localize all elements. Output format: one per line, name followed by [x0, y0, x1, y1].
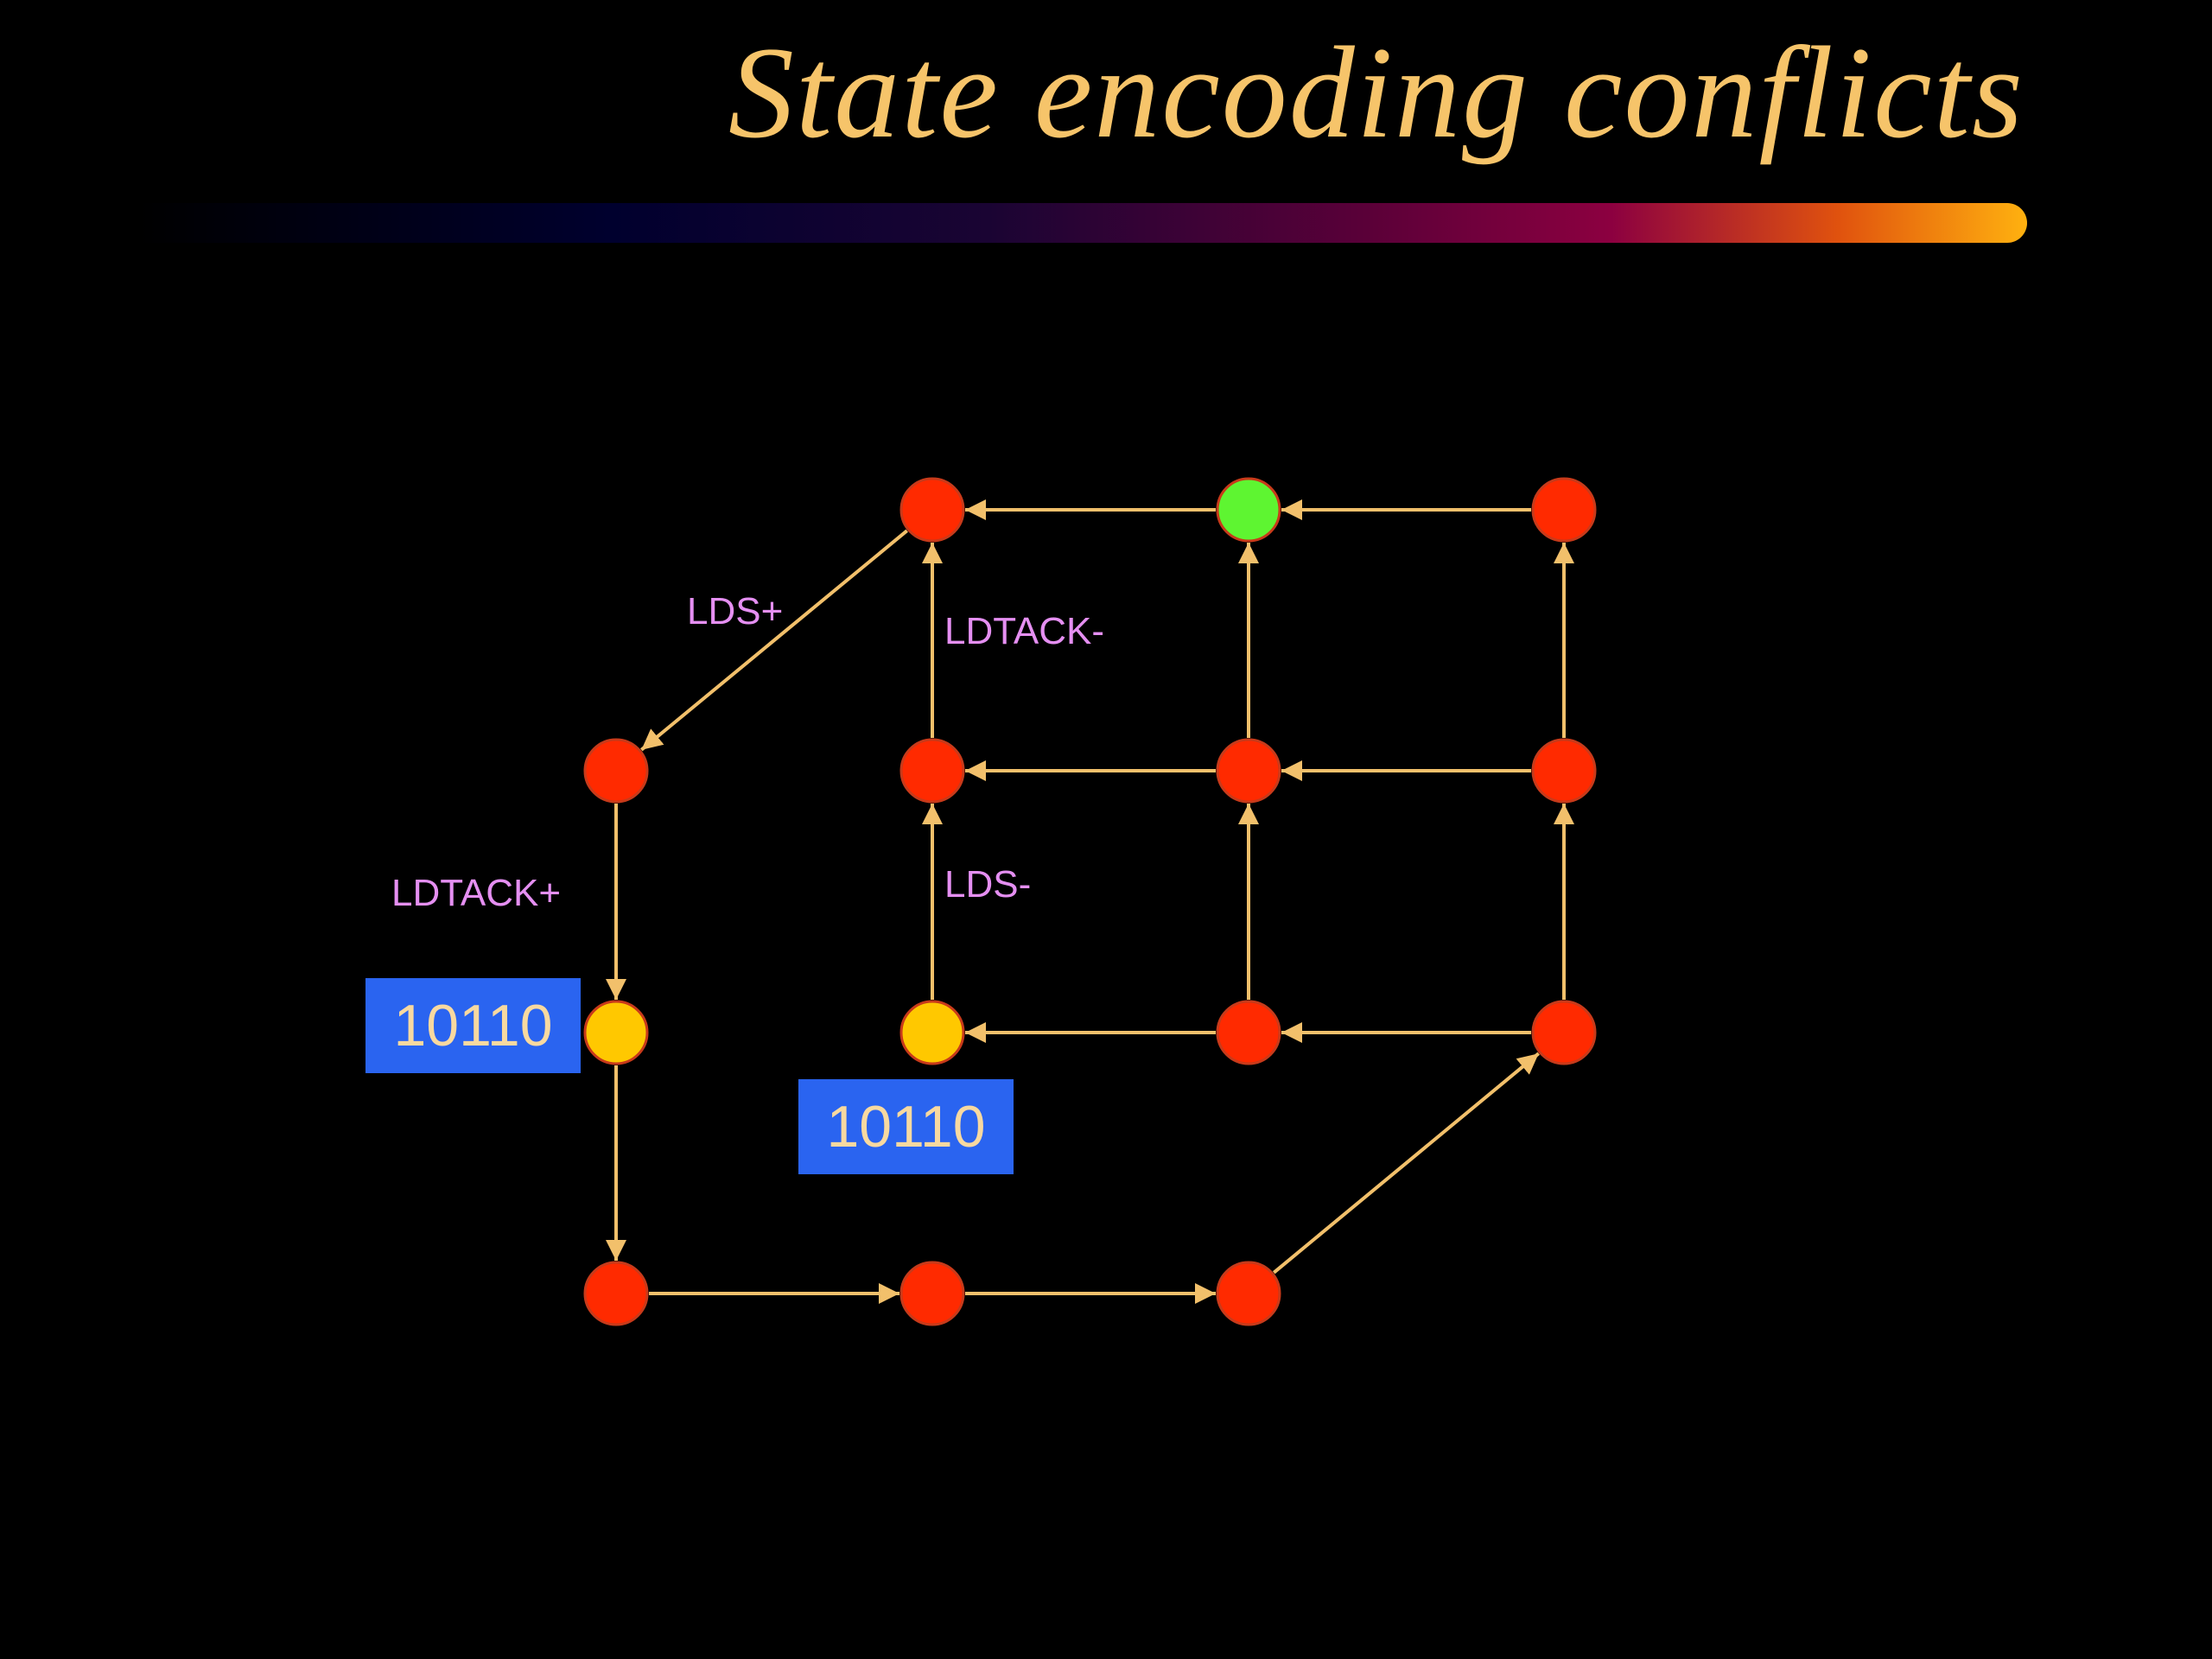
state-code-inner: 10110: [798, 1079, 1014, 1174]
state-node-mid-mid: [1216, 738, 1281, 804]
state-node-top-left: [899, 477, 965, 543]
state-node-bottom-right: [1216, 1261, 1281, 1326]
edge-label-ldtack-minusplus: LDTACK+: [391, 872, 561, 914]
state-node-mid-left: [899, 738, 965, 804]
edge-n_bottom_right-to-n_low_right: [1273, 1052, 1540, 1274]
state-node-mid-right: [1531, 738, 1597, 804]
edges-layer: [606, 499, 1574, 1304]
edge-label-lds-minus: LDS-: [944, 863, 1031, 906]
slide-title: State encoding conflicts: [728, 20, 2024, 165]
edge-label-ldtack-minus: LDTACK-: [944, 610, 1104, 652]
labels-layer: LDS+ LDTACK+ LDTACK- LDS-: [391, 590, 1104, 914]
edge-n_top_left-to-n_left_upper: [640, 529, 908, 752]
title-gradient-bar: [138, 203, 2027, 243]
state-node-top-mid: [1216, 477, 1281, 543]
state-node-left-conflict: [583, 1000, 649, 1065]
nodes-layer: [583, 477, 1597, 1326]
state-node-left-upper: [583, 738, 649, 804]
state-node-low-right: [1531, 1000, 1597, 1065]
edge-label-lds-minusplus: LDS+: [687, 590, 783, 632]
state-code-left: 10110: [365, 978, 581, 1073]
state-node-top-right: [1531, 477, 1597, 543]
state-node-inner-conflict: [899, 1000, 965, 1065]
state-node-low-mid: [1216, 1000, 1281, 1065]
state-node-bottom-left: [583, 1261, 649, 1326]
state-node-bottom-mid: [899, 1261, 965, 1326]
